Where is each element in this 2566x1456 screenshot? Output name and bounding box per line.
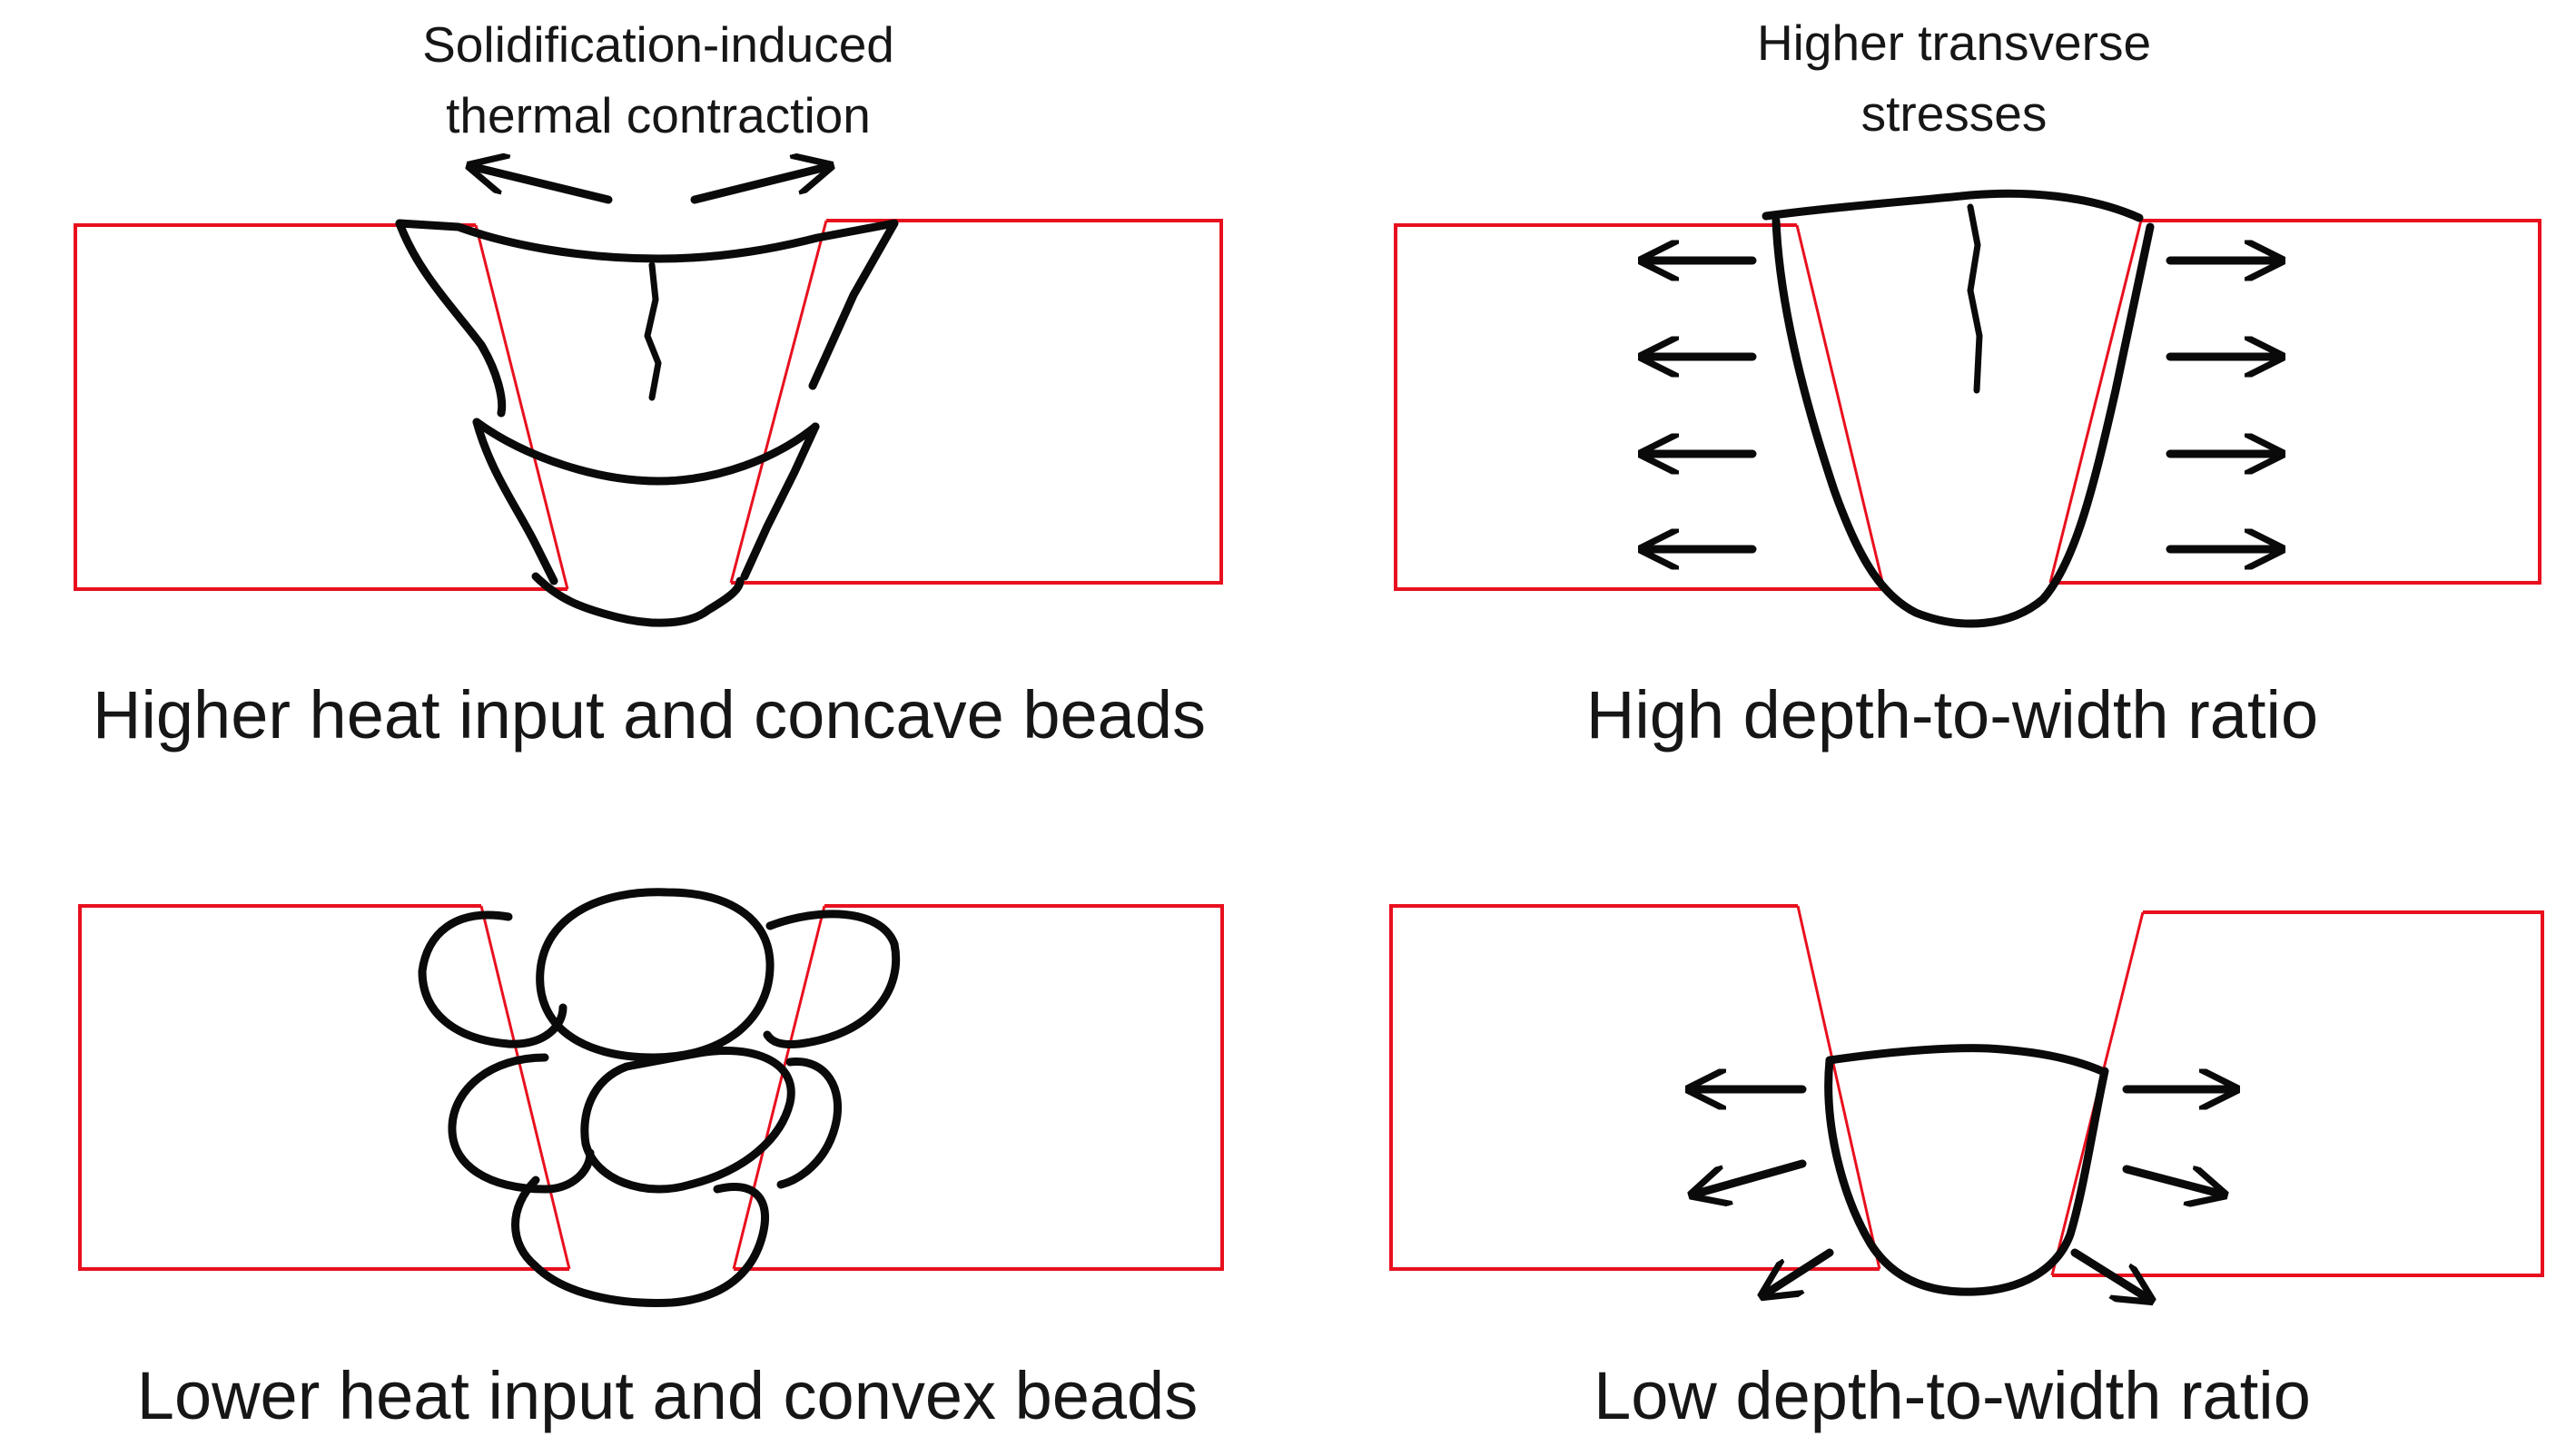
groove-left-edge bbox=[479, 905, 571, 1270]
left-plate-outline bbox=[1389, 904, 1880, 1271]
bead-outline bbox=[1772, 216, 2155, 628]
left-plate-outline bbox=[1394, 223, 1884, 591]
panel-bottom-left-drawing bbox=[78, 888, 1224, 1307]
annotation-line-1: Higher transverse bbox=[1756, 15, 2152, 71]
right-plate-outline bbox=[2050, 219, 2541, 585]
annotation-line-2: stresses bbox=[1860, 85, 2048, 142]
fill-bead-sides bbox=[472, 418, 820, 585]
bead-outline bbox=[1824, 1056, 2109, 1296]
root-bead-outline bbox=[531, 572, 745, 627]
bead-crown bbox=[1825, 1044, 2107, 1076]
stress-arrow-right-3 bbox=[2070, 1248, 2147, 1298]
fill-bead-left-wall bbox=[395, 219, 507, 418]
caption-top-left: Higher heat input and concave beads bbox=[93, 677, 1206, 753]
caption-top-right: High depth-to-width ratio bbox=[1585, 677, 2319, 753]
stress-arrow-left-2 bbox=[1696, 1159, 1807, 1194]
right-plate-outline bbox=[731, 219, 1223, 585]
groove-left-edge bbox=[474, 224, 569, 590]
annotation-top-right: Higher transverse stresses bbox=[1757, 7, 2151, 149]
groove-left-edge bbox=[1795, 224, 1886, 590]
centerline-crack bbox=[1967, 203, 1983, 394]
bead-crown bbox=[1762, 189, 2144, 222]
bead-top-center bbox=[536, 888, 775, 1062]
left-plate-outline bbox=[74, 223, 567, 591]
caption-bottom-left: Lower heat input and convex beads bbox=[136, 1358, 1199, 1433]
annotation-line-2: thermal contraction bbox=[446, 87, 871, 143]
fill-bead-outline bbox=[472, 418, 820, 486]
bead-mid-center bbox=[580, 1046, 795, 1194]
groove-right-edge bbox=[732, 905, 826, 1270]
bead-top-right bbox=[763, 910, 901, 1048]
contraction-arrow-left bbox=[474, 167, 613, 204]
bead-mid-right bbox=[776, 1058, 843, 1189]
bead-root bbox=[511, 1176, 770, 1307]
bead-top-left bbox=[418, 910, 567, 1048]
panel-top-right-drawing bbox=[1394, 189, 2541, 628]
annotation-top-left: Solidification-induced thermal contracti… bbox=[422, 9, 894, 151]
right-plate-outline bbox=[734, 904, 1224, 1271]
groove-right-edge bbox=[2048, 220, 2143, 584]
centerline-crack bbox=[644, 261, 662, 401]
cap-bead-outline bbox=[395, 219, 899, 390]
contraction-arrow-right bbox=[690, 167, 826, 204]
bead-mid-left bbox=[448, 1053, 595, 1194]
left-plate-outline bbox=[78, 904, 569, 1271]
panel-top-left-drawing bbox=[74, 167, 1223, 627]
panel-bottom-right-drawing bbox=[1389, 904, 2544, 1298]
right-plate-outline bbox=[2052, 910, 2544, 1277]
stress-arrow-left-3 bbox=[1766, 1248, 1834, 1294]
stress-arrow-right-2 bbox=[2122, 1165, 2220, 1194]
caption-bottom-right: Low depth-to-width ratio bbox=[1594, 1358, 2311, 1433]
annotation-line-1: Solidification-induced bbox=[422, 16, 894, 73]
groove-right-edge bbox=[729, 220, 828, 584]
groove-left-edge bbox=[1796, 905, 1881, 1270]
